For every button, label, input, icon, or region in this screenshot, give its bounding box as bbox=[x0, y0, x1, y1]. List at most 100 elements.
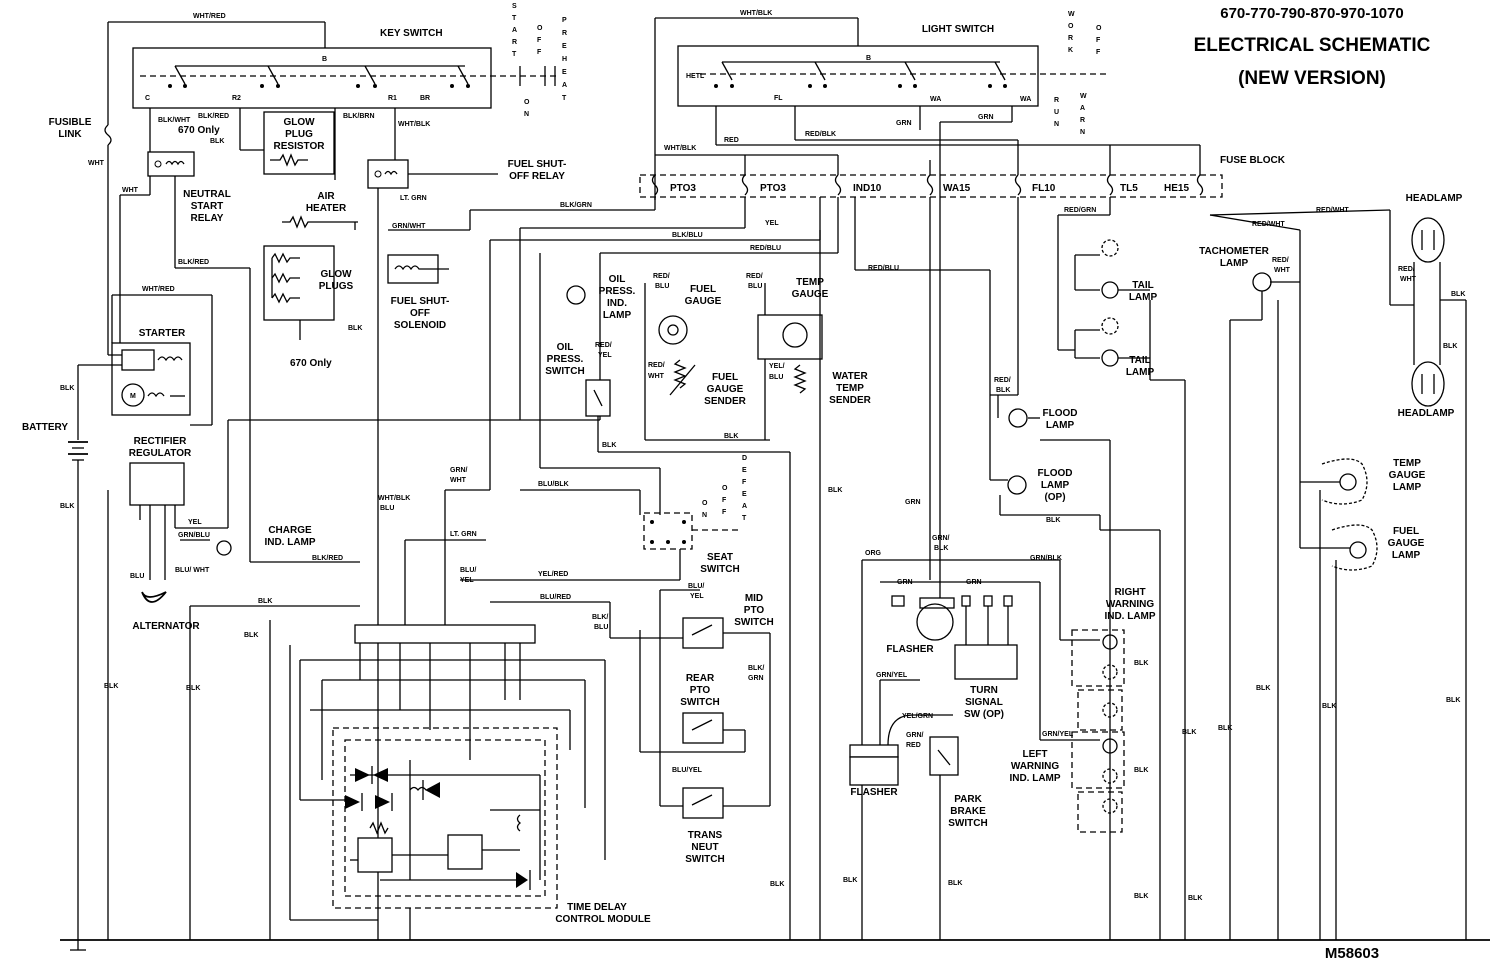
svg-text:TEMP: TEMP bbox=[796, 277, 824, 288]
fuse-block-box bbox=[639, 174, 1223, 198]
flasher-top-symbol bbox=[891, 595, 1013, 641]
svg-text:WARNING: WARNING bbox=[1011, 761, 1060, 772]
svg-text:BLK: BLK bbox=[1256, 685, 1270, 692]
svg-text:T: T bbox=[512, 15, 517, 22]
drawing-number: M58603 bbox=[1325, 945, 1379, 962]
svg-text:FUEL SHUT-: FUEL SHUT- bbox=[508, 159, 567, 170]
svg-text:IND.: IND. bbox=[607, 298, 627, 309]
svg-text:RED/: RED/ bbox=[653, 273, 670, 280]
svg-text:GRN: GRN bbox=[896, 120, 912, 127]
svg-text:F: F bbox=[1096, 37, 1101, 44]
fusible-link-symbol bbox=[104, 124, 112, 146]
svg-text:SENDER: SENDER bbox=[829, 395, 871, 406]
svg-text:GAUGE: GAUGE bbox=[685, 296, 722, 307]
svg-text:BLU: BLU bbox=[748, 283, 762, 290]
charge-ind-lamp bbox=[216, 540, 232, 556]
svg-text:WA: WA bbox=[1020, 96, 1031, 103]
svg-text:N: N bbox=[702, 512, 707, 519]
svg-text:N: N bbox=[1054, 121, 1059, 128]
svg-text:T: T bbox=[742, 515, 747, 522]
svg-text:MID: MID bbox=[745, 593, 763, 604]
svg-text:WHT/RED: WHT/RED bbox=[142, 286, 175, 293]
svg-text:S: S bbox=[512, 3, 517, 10]
svg-text:TURN: TURN bbox=[970, 685, 998, 696]
svg-text:RED/: RED/ bbox=[595, 342, 612, 349]
turn-signal-sw-box bbox=[954, 644, 1018, 680]
water-temp-sender bbox=[793, 364, 807, 394]
svg-text:FUEL: FUEL bbox=[712, 372, 738, 383]
fuse-he15: HE15 bbox=[1164, 183, 1189, 194]
flasher-bottom-box bbox=[849, 756, 899, 786]
fuel-shutoff-relay-box bbox=[367, 159, 409, 189]
svg-text:O: O bbox=[1096, 25, 1102, 32]
svg-text:BLK: BLK bbox=[1046, 517, 1060, 524]
svg-text:OIL: OIL bbox=[609, 274, 626, 285]
svg-text:YEL/GRN: YEL/GRN bbox=[902, 713, 933, 720]
svg-text:F: F bbox=[537, 37, 542, 44]
svg-text:WHT: WHT bbox=[1400, 276, 1417, 283]
svg-text:WARNING: WARNING bbox=[1106, 599, 1155, 610]
svg-text:BLK: BLK bbox=[1134, 767, 1148, 774]
svg-text:GRN/BLU: GRN/BLU bbox=[178, 532, 210, 539]
fuse-wa15: WA15 bbox=[943, 183, 971, 194]
svg-text:GRN: GRN bbox=[905, 499, 921, 506]
svg-text:GRN/: GRN/ bbox=[932, 535, 950, 542]
module-harness bbox=[289, 643, 606, 921]
svg-text:BLK: BLK bbox=[1182, 729, 1196, 736]
svg-text:BLK: BLK bbox=[1188, 895, 1202, 902]
svg-text:HEADLAMP: HEADLAMP bbox=[1406, 193, 1463, 204]
battery-label: BATTERY bbox=[22, 422, 68, 433]
svg-text:BLK/WHT: BLK/WHT bbox=[158, 117, 191, 124]
svg-text:REGULATOR: REGULATOR bbox=[129, 448, 192, 459]
svg-text:BLK: BLK bbox=[60, 503, 74, 510]
svg-text:YEL: YEL bbox=[690, 593, 704, 600]
svg-text:RED/: RED/ bbox=[1272, 257, 1289, 264]
svg-text:TEMP: TEMP bbox=[836, 383, 864, 394]
right-warning-lamp-box bbox=[1071, 629, 1125, 687]
trans-neut-switch-box bbox=[682, 787, 724, 819]
light-position-work: W O R K bbox=[1068, 11, 1075, 54]
svg-text:BLK: BLK bbox=[1451, 291, 1465, 298]
svg-text:670 Only: 670 Only bbox=[178, 125, 220, 136]
svg-text:RED/: RED/ bbox=[746, 273, 763, 280]
svg-text:WHT/BLK: WHT/BLK bbox=[664, 145, 696, 152]
svg-text:BLK: BLK bbox=[1218, 725, 1232, 732]
svg-text:D: D bbox=[742, 455, 747, 462]
light-switch-contacts bbox=[714, 61, 1007, 88]
svg-text:GRN/BLK: GRN/BLK bbox=[1030, 555, 1062, 562]
model-numbers: 670-770-790-870-970-1070 bbox=[1220, 5, 1403, 22]
svg-text:SWITCH: SWITCH bbox=[948, 818, 987, 829]
svg-text:ORG: ORG bbox=[865, 550, 882, 557]
svg-text:SENDER: SENDER bbox=[704, 396, 746, 407]
svg-text:LAMP: LAMP bbox=[1393, 482, 1422, 493]
svg-text:BLK/: BLK/ bbox=[748, 665, 764, 672]
svg-text:IND. LAMP: IND. LAMP bbox=[1104, 611, 1155, 622]
schematic-subtitle: (NEW VERSION) bbox=[1238, 68, 1386, 89]
svg-text:TACHOMETER: TACHOMETER bbox=[1199, 246, 1270, 257]
light-position-run: R U N bbox=[1054, 97, 1059, 128]
svg-text:N: N bbox=[524, 111, 529, 118]
fuse-tl5: TL5 bbox=[1120, 183, 1138, 194]
tail-lamp-2-symbol bbox=[1074, 317, 1119, 367]
fuel-gauge-sender bbox=[673, 359, 687, 389]
svg-text:WHT: WHT bbox=[450, 477, 467, 484]
svg-text:PTO: PTO bbox=[690, 685, 711, 696]
svg-text:RED: RED bbox=[906, 742, 921, 749]
svg-text:O: O bbox=[1068, 23, 1074, 30]
svg-text:BLK: BLK bbox=[828, 487, 842, 494]
svg-text:BLU/BLK: BLU/BLK bbox=[538, 481, 569, 488]
svg-text:REAR: REAR bbox=[686, 673, 715, 684]
svg-text:GAUGE: GAUGE bbox=[792, 289, 829, 300]
svg-text:GRN: GRN bbox=[748, 675, 764, 682]
svg-text:CHARGE: CHARGE bbox=[268, 525, 312, 536]
svg-text:R1: R1 bbox=[388, 95, 397, 102]
svg-text:BLK: BLK bbox=[104, 683, 118, 690]
svg-text:F: F bbox=[722, 497, 727, 504]
svg-text:LAMP: LAMP bbox=[1046, 420, 1075, 431]
svg-text:LAMP: LAMP bbox=[603, 310, 632, 321]
svg-text:WATER: WATER bbox=[832, 371, 868, 382]
svg-text:E: E bbox=[562, 69, 567, 76]
svg-text:GRN/YEL: GRN/YEL bbox=[1042, 731, 1074, 738]
svg-text:F: F bbox=[1096, 49, 1101, 56]
svg-text:GLOW: GLOW bbox=[283, 117, 315, 128]
